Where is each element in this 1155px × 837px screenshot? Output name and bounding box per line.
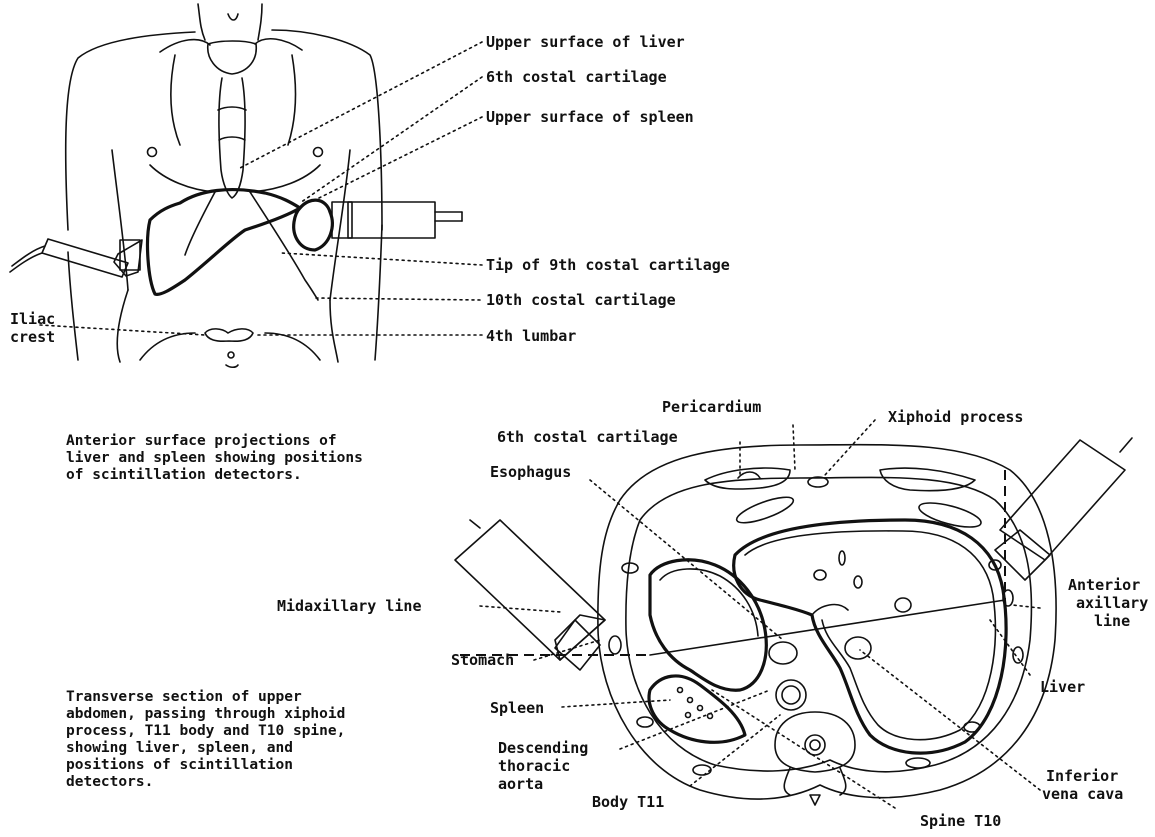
label-6th-costal-cartilage-bottom: 6th costal cartilage	[497, 428, 678, 446]
nipples	[148, 148, 323, 157]
label-iliac-crest-1: Iliac	[10, 310, 55, 328]
label-anterior-axillary-2: axillary	[1076, 594, 1148, 612]
label-10th-costal: 10th costal cartilage	[486, 291, 676, 309]
label-liver: Liver	[1040, 678, 1085, 696]
label-descending-1: Descending	[498, 739, 588, 757]
label-anterior-axillary-3: line	[1094, 612, 1130, 630]
label-esophagus: Esophagus	[490, 463, 571, 481]
spleen-projection	[294, 200, 333, 250]
rib-margins	[150, 55, 320, 300]
liver-section	[734, 520, 1006, 753]
label-spine-t10: Spine T10	[920, 812, 1001, 830]
spleen-section	[649, 676, 745, 742]
label-inferior-vc-2: vena cava	[1042, 785, 1123, 803]
label-iliac-crest-2: crest	[10, 328, 55, 346]
label-body-t11: Body T11	[592, 793, 664, 811]
label-tip-9th-costal: Tip of 9th costal cartilage	[486, 256, 730, 274]
label-inferior-vc-1: Inferior	[1046, 767, 1118, 785]
caption-transverse-section: Transverse section of upper abdomen, pas…	[66, 689, 345, 791]
label-xiphoid-process: Xiphoid process	[888, 408, 1023, 426]
pelvis	[205, 329, 253, 367]
right-detector-bottom	[995, 438, 1132, 580]
label-spleen: Spleen	[490, 699, 544, 717]
stomach-section	[650, 560, 766, 690]
esophagus-aorta	[769, 642, 806, 710]
left-detector-top	[10, 239, 142, 277]
label-anterior-axillary-1: Anterior	[1068, 576, 1140, 594]
caption-anterior-projection: Anterior surface projections of liver an…	[66, 433, 363, 484]
label-4th-lumbar: 4th lumbar	[486, 327, 576, 345]
label-upper-surface-liver: Upper surface of liver	[486, 33, 685, 51]
label-descending-2: thoracic	[498, 757, 570, 775]
label-6th-costal-cartilage-top: 6th costal cartilage	[486, 68, 667, 86]
left-detector-bottom	[455, 520, 605, 670]
liver-projection	[148, 190, 300, 295]
label-descending-3: aorta	[498, 775, 543, 793]
label-midaxillary-line: Midaxillary line	[277, 597, 422, 615]
clavicles-sternum	[160, 39, 302, 198]
label-stomach: Stomach	[451, 651, 514, 669]
right-detector-top	[332, 202, 462, 238]
label-pericardium: Pericardium	[662, 398, 761, 416]
section-outline	[598, 445, 1056, 799]
label-upper-surface-spleen: Upper surface of spleen	[486, 108, 694, 126]
vertebra-t11	[775, 712, 855, 805]
leader-lines-top	[40, 42, 482, 335]
